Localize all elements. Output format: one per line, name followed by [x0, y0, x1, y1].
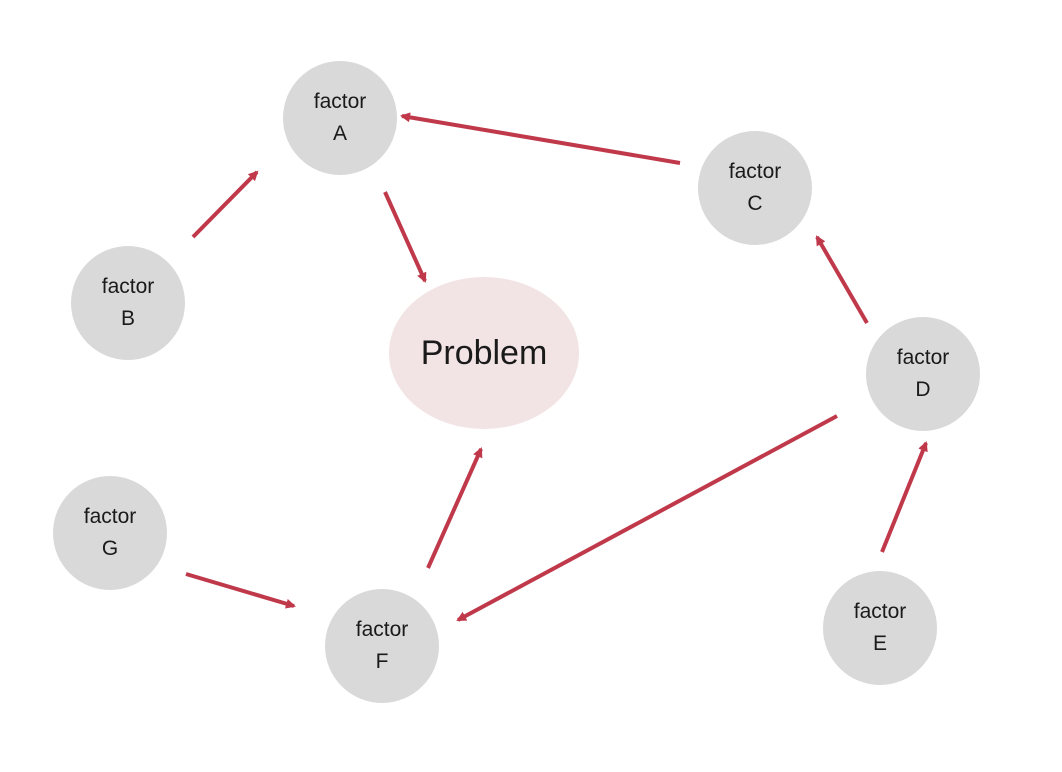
arrow-a-to-problem	[383, 191, 427, 283]
factor-d-line2: D	[915, 378, 931, 401]
factor-node-a: factor A	[283, 61, 397, 175]
arrow-g-to-f	[185, 572, 296, 609]
factor-g-line1: factor	[83, 505, 137, 528]
factor-node-g: factor G	[53, 476, 167, 590]
arrow-f-to-problem	[426, 447, 483, 569]
arrow-b-to-a	[191, 170, 259, 239]
factor-node-d: factor D	[866, 317, 980, 431]
factor-a-line1: factor	[313, 90, 367, 113]
arrow-d-to-c	[815, 235, 869, 325]
factor-d-line1: factor	[896, 346, 950, 369]
arrow-e-to-d	[880, 441, 928, 553]
problem-label: Problem	[420, 333, 548, 372]
factor-node-b: factor B	[71, 246, 185, 360]
factor-node-f: factor F	[325, 589, 439, 703]
factor-e-line1: factor	[853, 600, 907, 623]
factor-c-line1: factor	[728, 160, 782, 183]
factor-f-line1: factor	[355, 618, 409, 641]
factor-b-line1: factor	[101, 275, 155, 298]
factor-g-line2: G	[101, 537, 119, 560]
factor-f-line2: F	[375, 650, 389, 673]
factor-node-c: factor C	[698, 131, 812, 245]
factor-e-line2: E	[872, 632, 887, 655]
arrow-d-to-f	[456, 414, 838, 622]
factor-a-line2: A	[332, 122, 347, 145]
factor-node-e: factor E	[823, 571, 937, 685]
factor-c-line2: C	[747, 192, 763, 215]
problem-node: Problem	[389, 277, 579, 429]
factor-b-line2: B	[120, 307, 135, 330]
arrow-c-to-a	[400, 112, 681, 165]
